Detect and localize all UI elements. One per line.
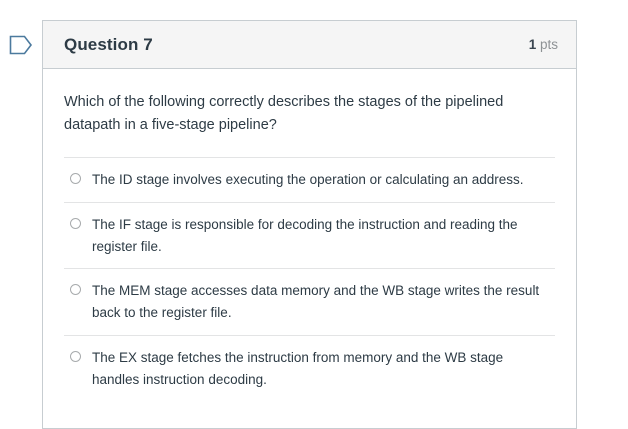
radio-button-icon[interactable] xyxy=(70,351,81,363)
answer-option-3[interactable]: The MEM stage accesses data memory and t… xyxy=(64,268,555,335)
question-header: Question 7 1 pts xyxy=(43,21,576,69)
answer-option-2[interactable]: The IF stage is responsible for decoding… xyxy=(64,201,555,269)
answer-options-list: The ID stage involves executing the oper… xyxy=(64,156,555,428)
answer-option-4[interactable]: The EX stage fetches the instruction fro… xyxy=(64,335,555,402)
flag-outline-icon[interactable] xyxy=(8,33,34,57)
question-points: 1 pts xyxy=(529,37,558,52)
answer-option-label: The ID stage involves executing the oper… xyxy=(92,171,524,187)
radio-button-icon[interactable] xyxy=(70,217,81,229)
answer-option-1[interactable]: The ID stage involves executing the oper… xyxy=(64,156,555,202)
question-card: Question 7 1 pts Which of the following … xyxy=(42,20,577,429)
radio-button-icon[interactable] xyxy=(70,284,81,296)
points-unit: pts xyxy=(539,37,558,52)
answer-option-label: The MEM stage accesses data memory and t… xyxy=(92,283,540,321)
question-title: Question 7 xyxy=(64,34,153,54)
question-prompt-text: Which of the following correctly describ… xyxy=(64,94,504,133)
points-value: 1 xyxy=(528,37,537,52)
answer-option-label: The IF stage is responsible for decoding… xyxy=(92,216,518,254)
question-body: Which of the following correctly describ… xyxy=(43,69,576,428)
answer-option-label: The EX stage fetches the instruction fro… xyxy=(92,350,504,387)
radio-button-icon[interactable] xyxy=(70,172,81,184)
